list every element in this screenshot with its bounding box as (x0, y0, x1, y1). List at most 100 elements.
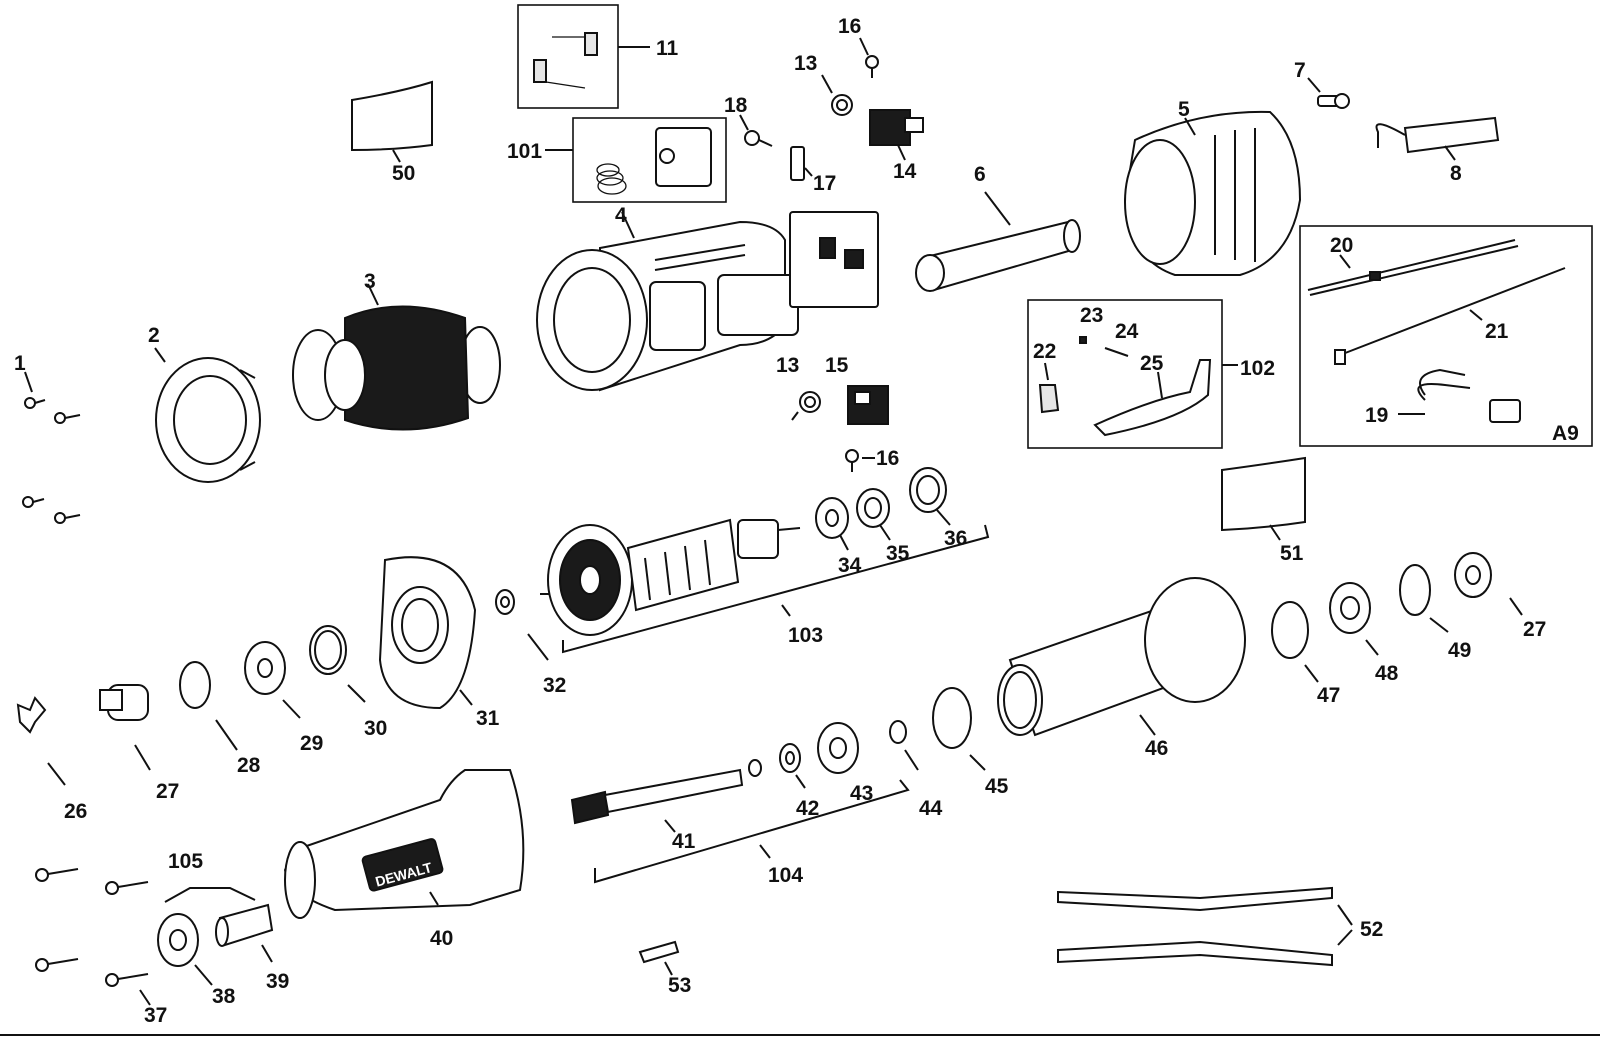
callout-20: 20 (1330, 234, 1353, 257)
callout-34: 34 (838, 554, 862, 577)
callout-2: 2 (148, 324, 160, 347)
callout-labels: 1 2 3 4 5 6 7 8 11 13 13 14 15 16 16 17 … (14, 15, 1579, 1027)
kit-box-101 (572, 117, 727, 203)
brush-holder-15 (847, 385, 889, 425)
kit-box-102 (1027, 299, 1223, 449)
callout-52: 52 (1360, 918, 1383, 941)
callout-13-top: 13 (794, 52, 817, 75)
callout-4: 4 (615, 204, 627, 227)
spindle-41 (570, 759, 762, 833)
brush-clip-17 (790, 146, 813, 181)
callout-8: 8 (1450, 162, 1462, 185)
bearing-29 (244, 641, 301, 719)
callout-1: 1 (14, 352, 26, 375)
washer-32 (495, 589, 549, 661)
callout-53: 53 (668, 974, 691, 997)
callout-32: 32 (543, 674, 566, 697)
brush-holder-14 (869, 109, 924, 161)
callout-16-top: 16 (838, 15, 861, 38)
retaining-ring-49 (1399, 564, 1449, 633)
field-coil-3 (292, 283, 501, 431)
spacer-26 (16, 696, 66, 786)
callout-3: 3 (364, 270, 376, 293)
screw-7 (1307, 77, 1350, 109)
bearing-48 (1329, 582, 1379, 656)
callout-5: 5 (1178, 98, 1190, 121)
bearing-36 (909, 467, 951, 526)
cord-protector-8 (1375, 116, 1500, 161)
sleeve-27-right (1454, 552, 1523, 616)
callout-50: 50 (392, 162, 415, 185)
callout-27-left: 27 (156, 780, 179, 803)
callout-49: 49 (1448, 639, 1471, 662)
callout-102: 102 (1240, 357, 1275, 380)
callout-30: 30 (364, 717, 387, 740)
callout-36: 36 (944, 527, 967, 550)
callout-14: 14 (893, 160, 917, 183)
lead-wire-20 (1307, 239, 1519, 296)
callout-47: 47 (1317, 684, 1340, 707)
bearing-35 (856, 488, 891, 541)
callout-18: 18 (724, 94, 748, 117)
callout-41: 41 (672, 830, 696, 853)
screw-set-1 (22, 371, 81, 524)
callout-31: 31 (476, 707, 500, 730)
part-24 (1104, 347, 1129, 357)
part-25 (1093, 359, 1212, 437)
nose-housing-40: DEWALT (283, 769, 525, 919)
callout-28: 28 (237, 754, 261, 777)
callout-105: 105 (168, 850, 203, 873)
callout-27-right: 27 (1523, 618, 1546, 641)
pin-53 (638, 940, 680, 976)
spring-13-top (821, 74, 853, 116)
callout-22: 22 (1033, 340, 1056, 363)
kit-box-A9 (1299, 225, 1593, 447)
sleeve-27-left (99, 684, 151, 771)
gear-case-31 (378, 556, 477, 710)
callout-15: 15 (825, 354, 849, 377)
screw-16-middle (845, 449, 875, 472)
callout-38: 38 (212, 985, 236, 1008)
collet-nut-38 (157, 913, 213, 986)
tube-6 (915, 191, 1081, 292)
callout-21: 21 (1485, 320, 1509, 343)
part-23 (1079, 336, 1087, 344)
callout-51: 51 (1280, 542, 1304, 565)
wrench-set-52 (1057, 886, 1353, 967)
motor-housing-4 (536, 211, 879, 392)
retaining-ring-28 (179, 661, 238, 751)
callout-7: 7 (1294, 59, 1306, 82)
callout-104: 104 (768, 864, 803, 887)
callout-13-middle: 13 (776, 354, 799, 377)
callout-45: 45 (985, 775, 1009, 798)
callout-26: 26 (64, 800, 87, 823)
callout-103: 103 (788, 624, 823, 647)
screws-37 (35, 868, 151, 1006)
callout-44: 44 (919, 797, 943, 820)
part-22 (1038, 362, 1060, 414)
o-ring-47 (1271, 601, 1319, 683)
washer-42 (779, 743, 806, 789)
callout-48: 48 (1375, 662, 1399, 685)
switch-19 (1398, 368, 1521, 423)
screw-18 (739, 114, 773, 147)
callout-39: 39 (266, 970, 289, 993)
callout-17: 17 (813, 172, 836, 195)
callout-35: 35 (886, 542, 910, 565)
callout-16-middle: 16 (876, 447, 899, 470)
callout-24: 24 (1115, 320, 1139, 343)
spring-13-middle (791, 391, 821, 421)
lead-wire-21 (1334, 267, 1566, 365)
callout-19: 19 (1365, 404, 1388, 427)
collet-39 (215, 903, 274, 963)
callout-42: 42 (796, 797, 819, 820)
callout-29: 29 (300, 732, 323, 755)
kit-box-11 (517, 4, 619, 109)
callout-A9: A9 (1552, 422, 1579, 445)
end-cap-2 (154, 347, 261, 483)
bearing-43 (817, 722, 859, 774)
callout-11: 11 (656, 37, 679, 60)
screw-16-top (859, 37, 879, 78)
callout-101: 101 (507, 140, 542, 163)
